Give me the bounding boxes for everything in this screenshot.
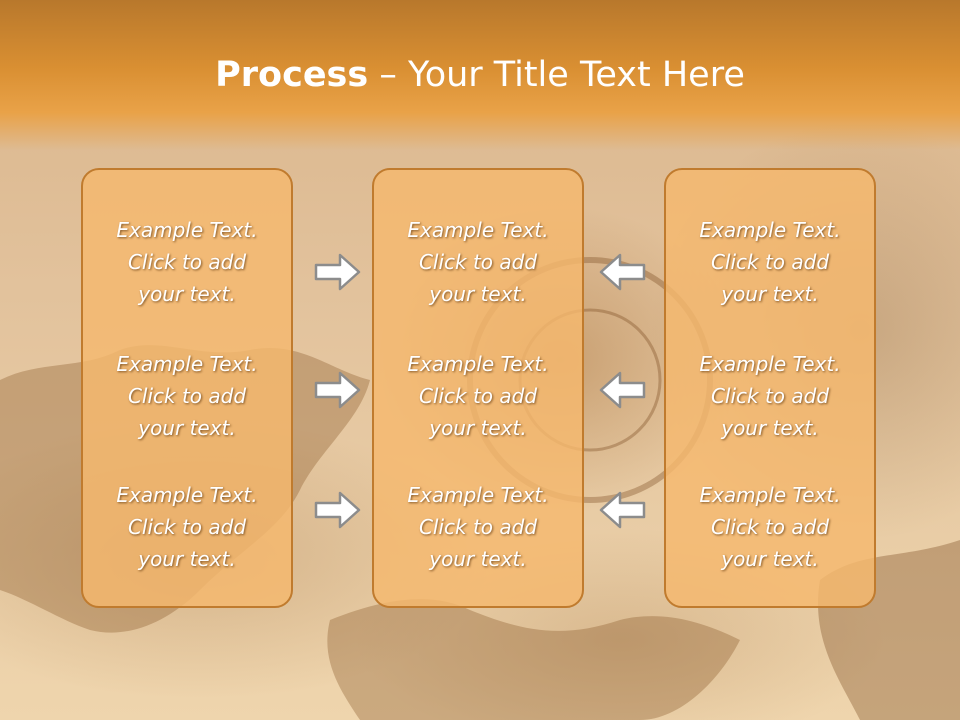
text-line: your text. xyxy=(429,282,527,306)
text-placeholder[interactable]: Example Text. Click to add your text. xyxy=(83,348,291,444)
text-line: your text. xyxy=(721,547,819,571)
arrow-left-icon xyxy=(599,371,646,409)
title-bold: Process xyxy=(215,55,369,95)
arrow-right-icon xyxy=(314,253,361,291)
text-line: your text. xyxy=(429,547,527,571)
text-line: Example Text. xyxy=(116,483,258,507)
text-line: Example Text. xyxy=(699,352,841,376)
center-column-box[interactable]: Example Text. Click to add your text. Ex… xyxy=(372,168,584,608)
text-placeholder[interactable]: Example Text. Click to add your text. xyxy=(666,214,874,310)
text-line: Example Text. xyxy=(407,352,549,376)
text-line: Click to add xyxy=(127,250,247,274)
arrow-left-icon xyxy=(599,491,646,529)
text-line: Example Text. xyxy=(116,218,258,242)
arrow-left-icon xyxy=(599,253,646,291)
text-line: Click to add xyxy=(127,384,247,408)
text-line: Click to add xyxy=(418,515,538,539)
text-placeholder[interactable]: Example Text. Click to add your text. xyxy=(666,348,874,444)
text-line: Click to add xyxy=(710,515,830,539)
text-line: Click to add xyxy=(127,515,247,539)
text-line: Click to add xyxy=(710,384,830,408)
text-line: Example Text. xyxy=(407,218,549,242)
arrow-right-icon xyxy=(314,371,361,409)
text-placeholder[interactable]: Example Text. Click to add your text. xyxy=(374,214,582,310)
text-line: Click to add xyxy=(710,250,830,274)
text-line: Example Text. xyxy=(699,483,841,507)
right-column-box[interactable]: Example Text. Click to add your text. Ex… xyxy=(664,168,876,608)
arrow-right-icon xyxy=(314,491,361,529)
left-column-box[interactable]: Example Text. Click to add your text. Ex… xyxy=(81,168,293,608)
slide-title[interactable]: Process – Your Title Text Here xyxy=(0,52,960,98)
text-line: your text. xyxy=(721,282,819,306)
text-line: your text. xyxy=(138,547,236,571)
text-line: Example Text. xyxy=(699,218,841,242)
title-rest: – Your Title Text Here xyxy=(368,55,745,95)
text-line: Example Text. xyxy=(116,352,258,376)
text-placeholder[interactable]: Example Text. Click to add your text. xyxy=(374,479,582,575)
text-placeholder[interactable]: Example Text. Click to add your text. xyxy=(666,479,874,575)
text-line: Click to add xyxy=(418,384,538,408)
text-line: your text. xyxy=(138,282,236,306)
title-bar xyxy=(0,0,960,150)
text-placeholder[interactable]: Example Text. Click to add your text. xyxy=(83,214,291,310)
text-line: your text. xyxy=(138,416,236,440)
text-line: Example Text. xyxy=(407,483,549,507)
text-line: your text. xyxy=(721,416,819,440)
text-line: Click to add xyxy=(418,250,538,274)
text-placeholder[interactable]: Example Text. Click to add your text. xyxy=(83,479,291,575)
text-line: your text. xyxy=(429,416,527,440)
text-placeholder[interactable]: Example Text. Click to add your text. xyxy=(374,348,582,444)
